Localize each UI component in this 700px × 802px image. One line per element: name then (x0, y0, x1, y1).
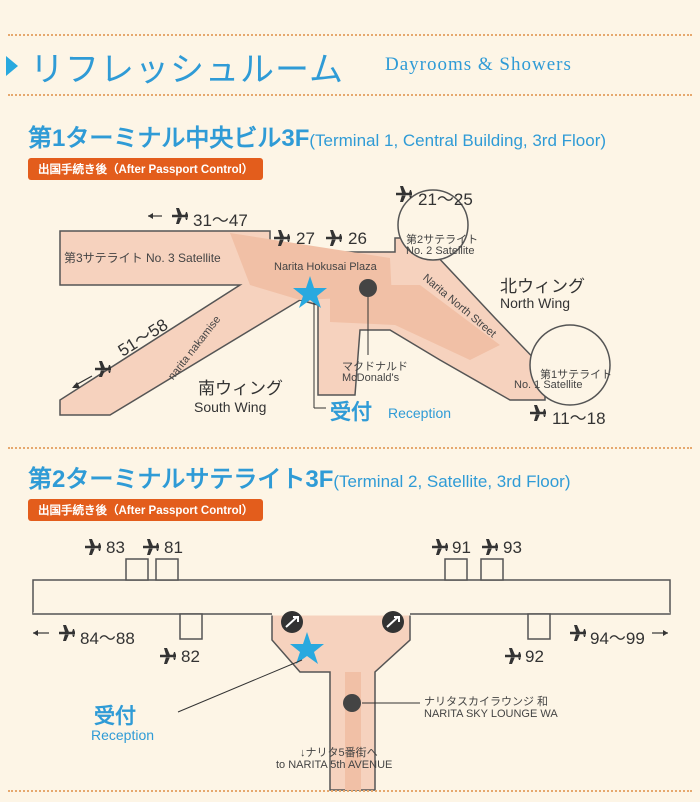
reception-label-en-t2: Reception (91, 727, 155, 743)
gate-91: 91 (452, 538, 471, 557)
terminal2-branch-path (345, 672, 361, 790)
mcdonalds-label-en: McDonald's (342, 372, 400, 384)
south-wing-label-en: South Wing (194, 399, 267, 415)
terminal1-badge: 出国手続き後（After Passport Control） (28, 158, 264, 180)
reception-star-icon (293, 276, 327, 308)
reception-label-en-t1: Reception (388, 405, 452, 421)
footer-divider (8, 790, 692, 792)
gate-94-99: 94～99 (590, 629, 645, 648)
satellite2-label-en: No. 2 Satellite (406, 245, 475, 257)
plane-icon (530, 405, 546, 421)
reception-star-icon (290, 632, 324, 664)
plane-icon (326, 230, 342, 246)
satellite2-circle (397, 189, 469, 261)
north-wing-label-jp: 北ウィング (500, 277, 585, 296)
mcdonalds-label-jp: マクドナルド (342, 361, 408, 373)
gate-box (480, 558, 504, 581)
arrow-right-head-icon (663, 630, 668, 636)
terminal2-title: 第2ターミナルサテライト3F(Terminal 2, Satellite, 3r… (28, 459, 571, 494)
satellite1-circle (529, 324, 611, 406)
south-wing-label-jp: 南ウィング (198, 379, 283, 398)
reception-leader-t2 (177, 659, 303, 713)
avenue-label-en: to NARITA 5th AVENUE (276, 759, 393, 771)
avenue-label-jp: ↓ナリタ5番街へ (300, 747, 378, 759)
gate-84-88: 84～88 (80, 629, 135, 648)
lounge-marker (343, 694, 361, 712)
gate-box (179, 613, 203, 640)
gate-93: 93 (503, 538, 522, 557)
terminal1-title-sub: (Terminal 1, Central Building, 3rd Floor… (309, 131, 607, 150)
plane-icon (59, 625, 75, 641)
reception-label-jp-t2: 受付 (94, 705, 136, 728)
plane-icon (482, 539, 498, 555)
gate-92: 92 (525, 647, 544, 666)
terminal1-north-street-area (330, 285, 500, 360)
terminal2-title-sub: (Terminal 2, Satellite, 3rd Floor) (333, 472, 571, 491)
gate-31-47: 31～47 (193, 211, 248, 230)
reception-label-jp-t1: 受付 (330, 401, 372, 424)
lounge-label-jp: ナリタスカイラウンジ 和 (424, 696, 549, 708)
terminal1-floorplan (59, 189, 611, 416)
satellite1-label-jp: 第1サテライト (540, 369, 613, 381)
gate-box (125, 558, 149, 581)
gate-81: 81 (164, 538, 183, 557)
header-top-divider (8, 34, 692, 36)
page-title-en: Dayrooms & Showers (385, 54, 572, 75)
section-divider (8, 447, 692, 449)
plane-icon (505, 648, 521, 664)
arrow-left-head-icon (148, 213, 153, 219)
satellite2-label-jp: 第2サテライト (406, 234, 479, 246)
plane-icon (160, 648, 176, 664)
terminal1-title-main: 第1ターミナル中央ビル3F (28, 125, 310, 152)
gate-11-18: 11～18 (552, 409, 606, 428)
gate-83: 83 (106, 538, 125, 557)
mcdonalds-marker (359, 279, 377, 297)
north-wing-label-en: North Wing (500, 295, 571, 311)
gate-21-25: 21～25 (418, 190, 473, 209)
terminal1-concourse (59, 230, 546, 416)
gate-27: 27 (296, 229, 315, 248)
plane-icon (432, 539, 448, 555)
lounge-label-en: NARITA SKY LOUNGE WA (424, 708, 558, 720)
gate-box (155, 558, 179, 581)
satellite1-label-en: No. 1 Satellite (514, 379, 583, 391)
arrow-diag-head-icon (72, 382, 80, 388)
gate-box (444, 558, 468, 581)
gate-box (527, 613, 551, 640)
terminal1-title: 第1ターミナル中央ビル3F(Terminal 1, Central Buildi… (28, 118, 606, 153)
gate-26: 26 (348, 229, 367, 248)
terminal2-title-main: 第2ターミナルサテライト3F (28, 466, 334, 493)
terminal2-main-corridor (32, 579, 671, 615)
plaza-label: Narita Hokusai Plaza (274, 261, 377, 273)
plane-icon (143, 539, 159, 555)
header-bottom-divider (8, 94, 692, 96)
terminal2-badge: 出国手続き後（After Passport Control） (28, 499, 264, 521)
gate-82: 82 (181, 647, 200, 666)
arrow-left-head-icon (33, 630, 38, 636)
plane-icon (570, 625, 586, 641)
terminal1-plaza-area (230, 233, 392, 300)
plane-icon (172, 208, 188, 224)
terminal2-floorplan (32, 558, 671, 791)
page-title: リフレッシュルーム (30, 50, 344, 90)
satellite3-label: 第3サテライト No. 3 Satellite (64, 251, 221, 265)
plane-icon (85, 539, 101, 555)
header-arrow-icon (6, 56, 18, 76)
